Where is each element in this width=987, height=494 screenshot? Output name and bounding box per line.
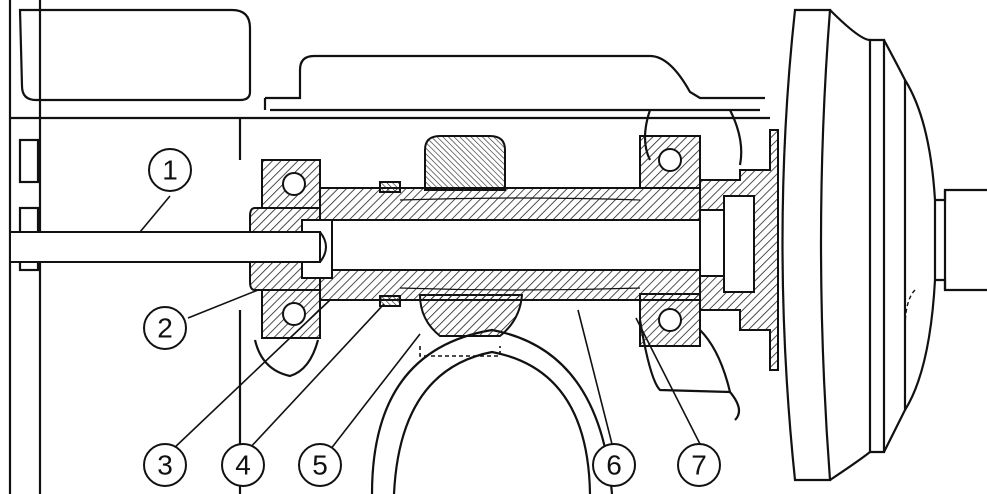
- lower-boss: [370, 328, 614, 494]
- leader-lines: [139, 195, 701, 451]
- end-flange: [699, 129, 779, 371]
- callout-2-label: 2: [157, 313, 173, 344]
- callout-4-label: 4: [235, 450, 251, 481]
- callout-6-label: 6: [606, 450, 622, 481]
- callout-6: 6: [592, 443, 636, 487]
- callout-4: 4: [221, 443, 265, 487]
- callout-5-label: 5: [312, 450, 328, 481]
- callout-1: 1: [148, 148, 192, 192]
- callout-3: 3: [143, 443, 187, 487]
- hollow-shaft: [319, 181, 701, 307]
- callout-5: 5: [298, 443, 342, 487]
- right-bearing: [639, 135, 701, 347]
- upper-boss: [418, 135, 524, 337]
- callout-3-label: 3: [157, 450, 173, 481]
- pulley: [781, 8, 987, 482]
- housing: [8, 0, 770, 494]
- callout-1-label: 1: [162, 155, 178, 186]
- callout-2: 2: [143, 306, 187, 350]
- rod: [9, 231, 327, 263]
- callout-7: 7: [677, 443, 721, 487]
- callout-7-label: 7: [691, 450, 707, 481]
- left-bearing: [261, 159, 321, 339]
